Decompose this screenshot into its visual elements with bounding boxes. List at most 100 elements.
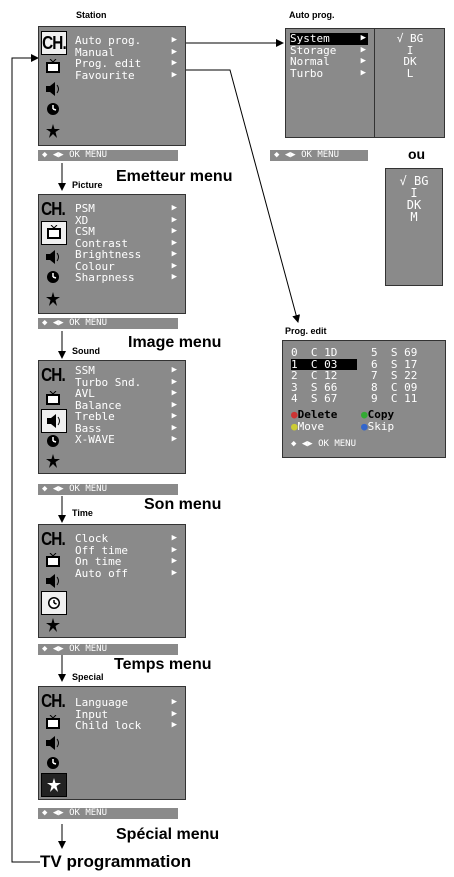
special-icon[interactable] bbox=[43, 121, 63, 141]
menu-item-off-time[interactable]: Off time▶ bbox=[75, 543, 177, 557]
autoprog-options: √ BG I DK L bbox=[378, 33, 442, 79]
option-dk[interactable]: DK bbox=[403, 55, 417, 68]
clock-icon[interactable] bbox=[43, 431, 63, 451]
menu-item-bass[interactable]: Bass▶ bbox=[75, 421, 177, 435]
option-bg[interactable]: √ BG bbox=[396, 32, 424, 45]
tv-icon[interactable] bbox=[43, 713, 63, 733]
alt-option-bg[interactable]: √ BG bbox=[399, 174, 429, 188]
menu-item-favourite[interactable]: Favourite▶ bbox=[75, 68, 177, 82]
menu-item-language[interactable]: Language▶ bbox=[75, 696, 177, 709]
menu-item-balance[interactable]: Balance▶ bbox=[75, 398, 177, 412]
speaker-icon[interactable] bbox=[43, 247, 63, 267]
special-icon[interactable] bbox=[41, 773, 67, 797]
ch-icon[interactable]: CH. bbox=[41, 690, 66, 711]
special-title: Special bbox=[72, 672, 104, 682]
option-l[interactable]: L bbox=[406, 66, 414, 80]
footer-title: TV programmation bbox=[40, 852, 192, 871]
ch-icon[interactable]: CH. bbox=[41, 31, 67, 55]
special-menu: CH. Language▶ Input▶ Child lock▶ bbox=[38, 686, 186, 800]
time-title: Time bbox=[72, 508, 93, 518]
menu-item-progedit[interactable]: Prog. edit▶ bbox=[75, 57, 177, 70]
clock-icon[interactable] bbox=[43, 753, 63, 773]
autoprog-menu: System▶ Storage▶ Normal▶ Turbo▶ √ BG I D… bbox=[285, 28, 445, 138]
menu-item-colour[interactable]: Colour▶ bbox=[75, 259, 177, 273]
picture-menu: CH. PSM▶ XD▶ CSM▶ Contrast▶ Brightness▶ … bbox=[38, 194, 186, 314]
alt-option-m[interactable]: M bbox=[410, 210, 418, 224]
menu-item-xd[interactable]: XD▶ bbox=[75, 213, 177, 227]
autoprog-item-system[interactable]: System▶ bbox=[290, 32, 368, 45]
skip-action[interactable]: ●Skip bbox=[361, 420, 395, 433]
autoprog-item-normal[interactable]: Normal▶ bbox=[290, 55, 366, 68]
clock-icon[interactable] bbox=[43, 267, 63, 287]
alt-option-i[interactable]: I bbox=[410, 186, 418, 200]
clock-icon[interactable] bbox=[41, 591, 67, 615]
menu-item-on-time[interactable]: On time▶ bbox=[75, 555, 177, 568]
tv-icon[interactable] bbox=[43, 389, 63, 409]
menu-item-brightness[interactable]: Brightness▶ bbox=[75, 248, 177, 261]
delete-action[interactable]: ●Delete bbox=[291, 408, 338, 421]
sound-menu: CH. SSM▶ Turbo Snd.▶ AVL▶ Balance▶ Trebl… bbox=[38, 360, 186, 474]
special-icon[interactable] bbox=[43, 451, 63, 471]
menu-item-sharpness[interactable]: Sharpness▶ bbox=[75, 271, 177, 284]
speaker-icon[interactable] bbox=[41, 409, 67, 433]
menu-item-clock[interactable]: Clock▶ bbox=[75, 532, 177, 545]
menu-item-csm[interactable]: CSM▶ bbox=[75, 225, 177, 238]
tv-icon[interactable] bbox=[43, 57, 63, 77]
clock-icon[interactable] bbox=[43, 99, 63, 119]
special-hint: ◆ ◀▶ OK MENU bbox=[38, 808, 178, 819]
ch-icon[interactable]: CH. bbox=[41, 198, 66, 219]
progedit-title: Prog. edit bbox=[285, 326, 327, 336]
progedit-arrow bbox=[186, 69, 301, 323]
menu-item-auto-off[interactable]: Auto off▶ bbox=[75, 566, 177, 580]
menu-item-contrast[interactable]: Contrast▶ bbox=[75, 236, 177, 250]
menu-item-xwave[interactable]: X-WAVE▶ bbox=[75, 433, 177, 446]
menu-item-treble[interactable]: Treble▶ bbox=[75, 410, 177, 423]
menu-item-avl[interactable]: AVL▶ bbox=[75, 387, 177, 400]
time-hint: ◆ ◀▶ OK MENU bbox=[38, 644, 178, 655]
alt-option-dk[interactable]: DK bbox=[406, 198, 422, 212]
menu-item-child-lock[interactable]: Child lock▶ bbox=[75, 719, 177, 732]
sound-hint: ◆ ◀▶ OK MENU bbox=[38, 484, 178, 495]
progedit-actions: ●Delete ●Copy ●Move ●Skip bbox=[291, 409, 441, 433]
caption-son: Son menu bbox=[144, 496, 222, 513]
special-icon[interactable] bbox=[43, 289, 63, 309]
menu-item-turbo-snd[interactable]: Turbo Snd.▶ bbox=[75, 375, 177, 389]
speaker-icon[interactable] bbox=[43, 733, 63, 753]
speaker-icon[interactable] bbox=[43, 571, 63, 591]
caption-emetteur: Emetteur menu bbox=[116, 168, 233, 185]
menu-item-ssm[interactable]: SSM▶ bbox=[75, 364, 177, 377]
menu-item-input[interactable]: Input▶ bbox=[75, 707, 177, 721]
tv-icon[interactable] bbox=[41, 221, 67, 245]
speaker-icon[interactable] bbox=[43, 79, 63, 99]
menu-item-manual[interactable]: Manual▶ bbox=[75, 45, 177, 59]
autoprog-item-turbo[interactable]: Turbo▶ bbox=[290, 66, 366, 80]
special-icon[interactable] bbox=[43, 615, 63, 635]
caption-temps: Temps menu bbox=[114, 656, 212, 673]
ch-icon[interactable]: CH. bbox=[41, 528, 66, 549]
station-menu: CH. Auto prog.▶ Manual▶ Prog. edit▶ Favo… bbox=[38, 26, 186, 146]
copy-action[interactable]: ●Copy bbox=[361, 408, 395, 421]
menu-item-autoprog[interactable]: Auto prog.▶ bbox=[75, 34, 177, 47]
autoprog-alt-options: √ BG I DK M bbox=[385, 168, 443, 286]
tv-icon[interactable] bbox=[43, 551, 63, 571]
autoprog-hint: ◆ ◀▶ OK MENU bbox=[270, 150, 368, 161]
picture-hint: ◆ ◀▶ OK MENU bbox=[38, 318, 178, 329]
loop-arrow bbox=[11, 54, 40, 863]
autoprog-title: Auto prog. bbox=[289, 10, 335, 20]
menu-item-psm[interactable]: PSM▶ bbox=[75, 202, 177, 215]
station-title: Station bbox=[76, 10, 107, 20]
sound-title: Sound bbox=[72, 346, 100, 356]
autoprog-item-storage[interactable]: Storage▶ bbox=[290, 43, 366, 57]
ch-icon[interactable]: CH. bbox=[41, 364, 66, 385]
progedit-hint: ◆ ◀▶ OK MENU bbox=[291, 439, 357, 449]
option-i[interactable]: I bbox=[406, 43, 414, 57]
time-menu: CH. Clock▶ Off time▶ On time▶ Auto off▶ bbox=[38, 524, 186, 638]
move-action[interactable]: ●Move bbox=[291, 420, 325, 433]
